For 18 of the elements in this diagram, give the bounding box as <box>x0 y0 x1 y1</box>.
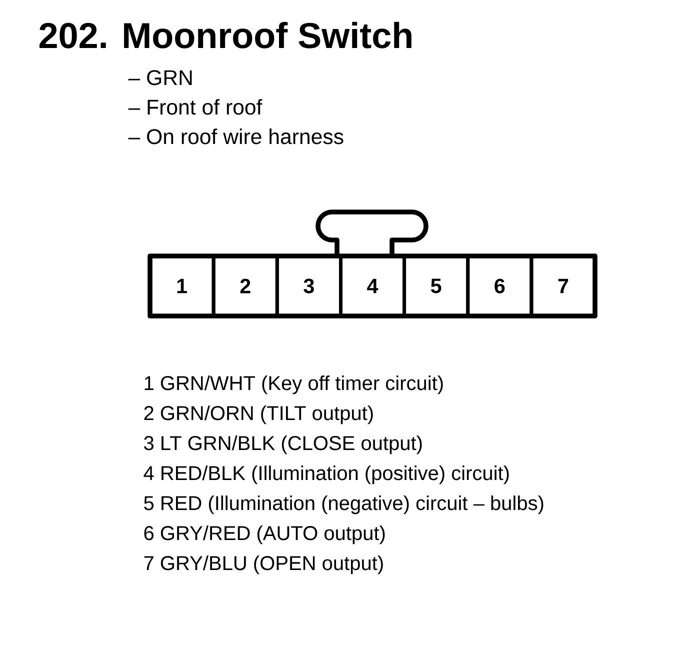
note: – On roof wire harness <box>128 128 344 144</box>
title: 202. Moonroof Switch <box>40 22 412 48</box>
pin-description: 3 LT GRN/BLK (CLOSE output) <box>144 436 422 454</box>
pin-description: 7 GRY/BLU (OPEN output) <box>144 556 383 574</box>
pin-cavity: 5 <box>402 254 470 318</box>
note: – GRN <box>128 70 192 86</box>
pin-description: 2 GRN/ORN (TILT output) <box>144 406 373 424</box>
pin-description: 5 RED (Illumination (negative) circuit – bulbs) <box>144 496 544 514</box>
pin-cavity: 2 <box>212 254 279 318</box>
pin-cavity: 6 <box>466 254 534 318</box>
pin-cavity: 4 <box>339 254 406 318</box>
pin-description: 1 GRN/WHT (Key off timer circuit) <box>144 376 443 394</box>
pin-description: 4 RED/BLK (Illumination (positive) circuit) <box>144 466 509 484</box>
note: – Front of roof <box>128 99 262 115</box>
pin-cavity: 3 <box>275 254 342 318</box>
pin-cavity: 7 <box>530 254 597 318</box>
pin-description: 6 GRY/RED (AUTO output) <box>144 526 385 544</box>
pin-cavity: 1 <box>148 254 216 318</box>
